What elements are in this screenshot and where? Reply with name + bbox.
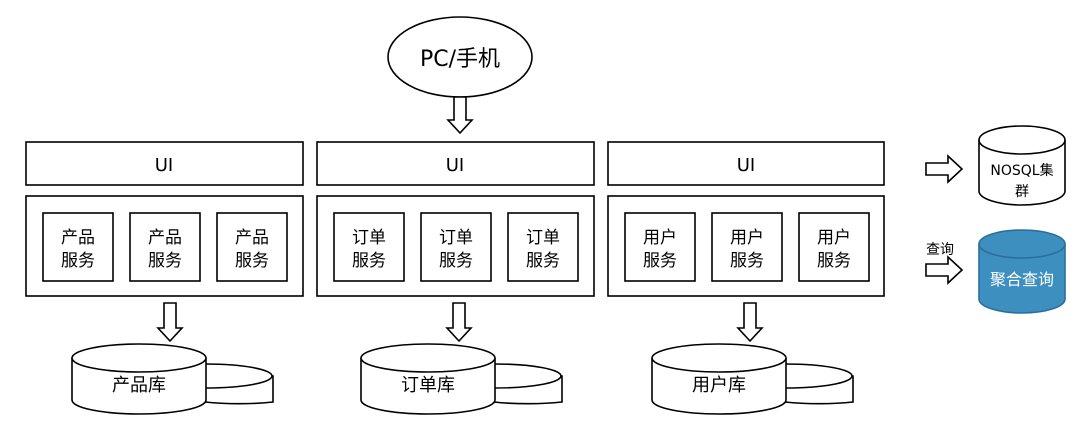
service-box: 用户 服务 bbox=[624, 212, 696, 282]
svg-text:产品: 产品 bbox=[148, 228, 182, 248]
aggregate-query-label: 聚合查询 bbox=[990, 270, 1054, 289]
svg-text:用户: 用户 bbox=[817, 228, 851, 248]
svg-text:订单: 订单 bbox=[439, 228, 473, 248]
down-arrow-icon bbox=[736, 302, 764, 343]
service-box: 用户 服务 bbox=[798, 212, 870, 282]
down-arrow-icon bbox=[445, 302, 473, 343]
svg-text:订单: 订单 bbox=[526, 228, 560, 248]
service-box: 订单 服务 bbox=[507, 212, 579, 282]
nosql-label-line2: 群 bbox=[1015, 184, 1029, 200]
svg-text:服务: 服务 bbox=[643, 251, 677, 271]
aggregate-query-cylinder: 聚合查询 bbox=[978, 229, 1066, 314]
down-arrow-icon bbox=[446, 96, 474, 135]
svg-text:服务: 服务 bbox=[61, 251, 95, 271]
database-cylinder: 产品库 bbox=[71, 343, 274, 415]
svg-text:服务: 服务 bbox=[352, 251, 386, 271]
svg-text:服务: 服务 bbox=[235, 251, 269, 271]
ui-label: UI bbox=[155, 155, 173, 176]
svg-text:产品: 产品 bbox=[61, 228, 95, 248]
database-label: 订单库 bbox=[401, 375, 455, 396]
order-column: UI 订单 服务 订单 服务 订单 服务 订单库 bbox=[316, 141, 595, 415]
user-column: UI 用户 服务 用户 服务 用户 服务 用户库 bbox=[607, 141, 885, 415]
svg-text:订单: 订单 bbox=[352, 228, 386, 248]
down-arrow-icon bbox=[156, 302, 184, 343]
ui-layer bbox=[25, 141, 304, 186]
database-cylinder: 订单库 bbox=[360, 343, 563, 415]
service-box: 用户 服务 bbox=[711, 212, 783, 282]
database-cylinder: 用户库 bbox=[651, 343, 854, 415]
query-label: 查询 bbox=[926, 242, 954, 258]
svg-text:服务: 服务 bbox=[730, 251, 764, 271]
service-box: 产品 服务 bbox=[216, 212, 288, 282]
right-arrow-icon bbox=[925, 255, 964, 285]
database-label: 用户库 bbox=[692, 375, 746, 396]
right-arrow-icon bbox=[925, 154, 964, 184]
client-node: PC/手机 bbox=[387, 16, 533, 98]
nosql-cluster-cylinder: NOSQL集 群 bbox=[978, 125, 1066, 206]
client-label: PC/手机 bbox=[420, 47, 500, 72]
svg-text:产品: 产品 bbox=[235, 228, 269, 248]
svg-text:用户: 用户 bbox=[730, 228, 764, 248]
database-label: 产品库 bbox=[112, 375, 166, 396]
ui-layer bbox=[316, 141, 595, 186]
service-box: 订单 服务 bbox=[333, 212, 405, 282]
service-box: 订单 服务 bbox=[420, 212, 492, 282]
ui-label: UI bbox=[737, 155, 755, 176]
svg-text:服务: 服务 bbox=[439, 251, 473, 271]
svg-text:用户: 用户 bbox=[643, 228, 677, 248]
svg-text:服务: 服务 bbox=[526, 251, 560, 271]
nosql-label-line1: NOSQL集 bbox=[990, 162, 1053, 179]
ui-layer bbox=[607, 141, 885, 186]
service-box: 产品 服务 bbox=[42, 212, 114, 282]
svg-text:服务: 服务 bbox=[148, 251, 182, 271]
service-box: 产品 服务 bbox=[129, 212, 201, 282]
svg-text:服务: 服务 bbox=[817, 251, 851, 271]
ui-label: UI bbox=[446, 155, 464, 176]
product-column: UI 产品 服务 产品 服务 产品 服务 产品库 bbox=[25, 141, 304, 415]
